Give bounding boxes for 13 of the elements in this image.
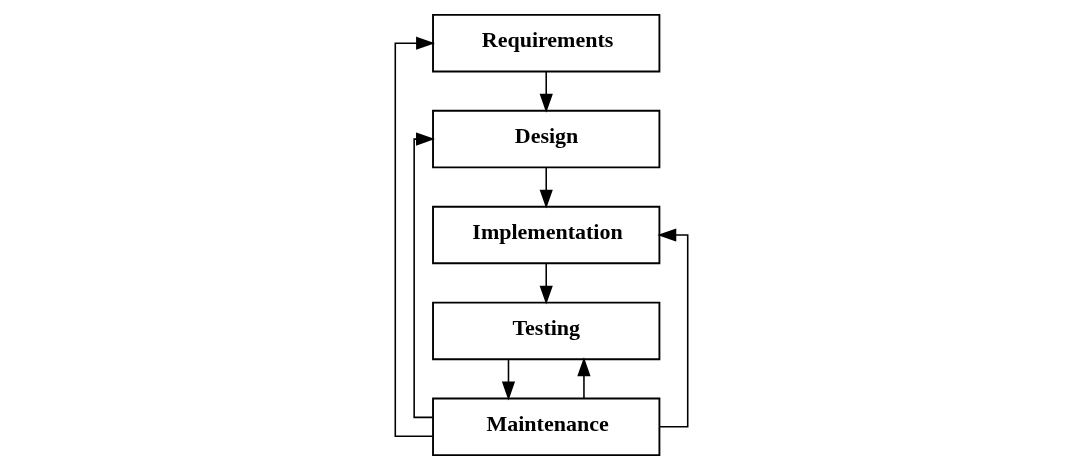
node-box: Implementation bbox=[431, 205, 660, 265]
node-box: Maintenance bbox=[431, 397, 660, 457]
arrow bbox=[539, 167, 553, 209]
arrow bbox=[656, 228, 688, 428]
arrow bbox=[394, 36, 435, 438]
arrow bbox=[576, 357, 591, 399]
arrow bbox=[539, 71, 553, 113]
arrow bbox=[539, 263, 553, 305]
node-box: Testing bbox=[431, 301, 660, 361]
node-box: Requirements bbox=[431, 13, 660, 73]
arrow bbox=[412, 132, 435, 419]
arrow bbox=[501, 358, 515, 401]
node-box: Design bbox=[431, 109, 660, 169]
